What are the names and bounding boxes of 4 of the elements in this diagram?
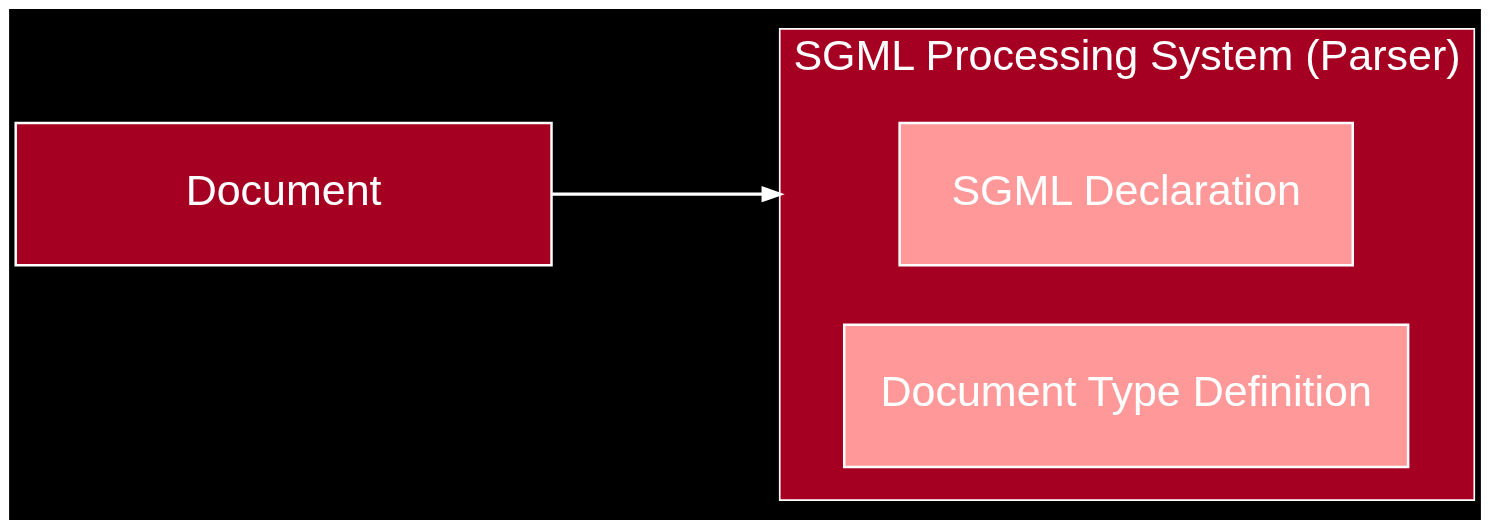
node-box: SGML Declaration <box>898 121 1354 267</box>
node-box: Document <box>14 121 553 267</box>
node-box: Document Type Definition <box>843 323 1410 468</box>
arrow <box>551 185 785 202</box>
